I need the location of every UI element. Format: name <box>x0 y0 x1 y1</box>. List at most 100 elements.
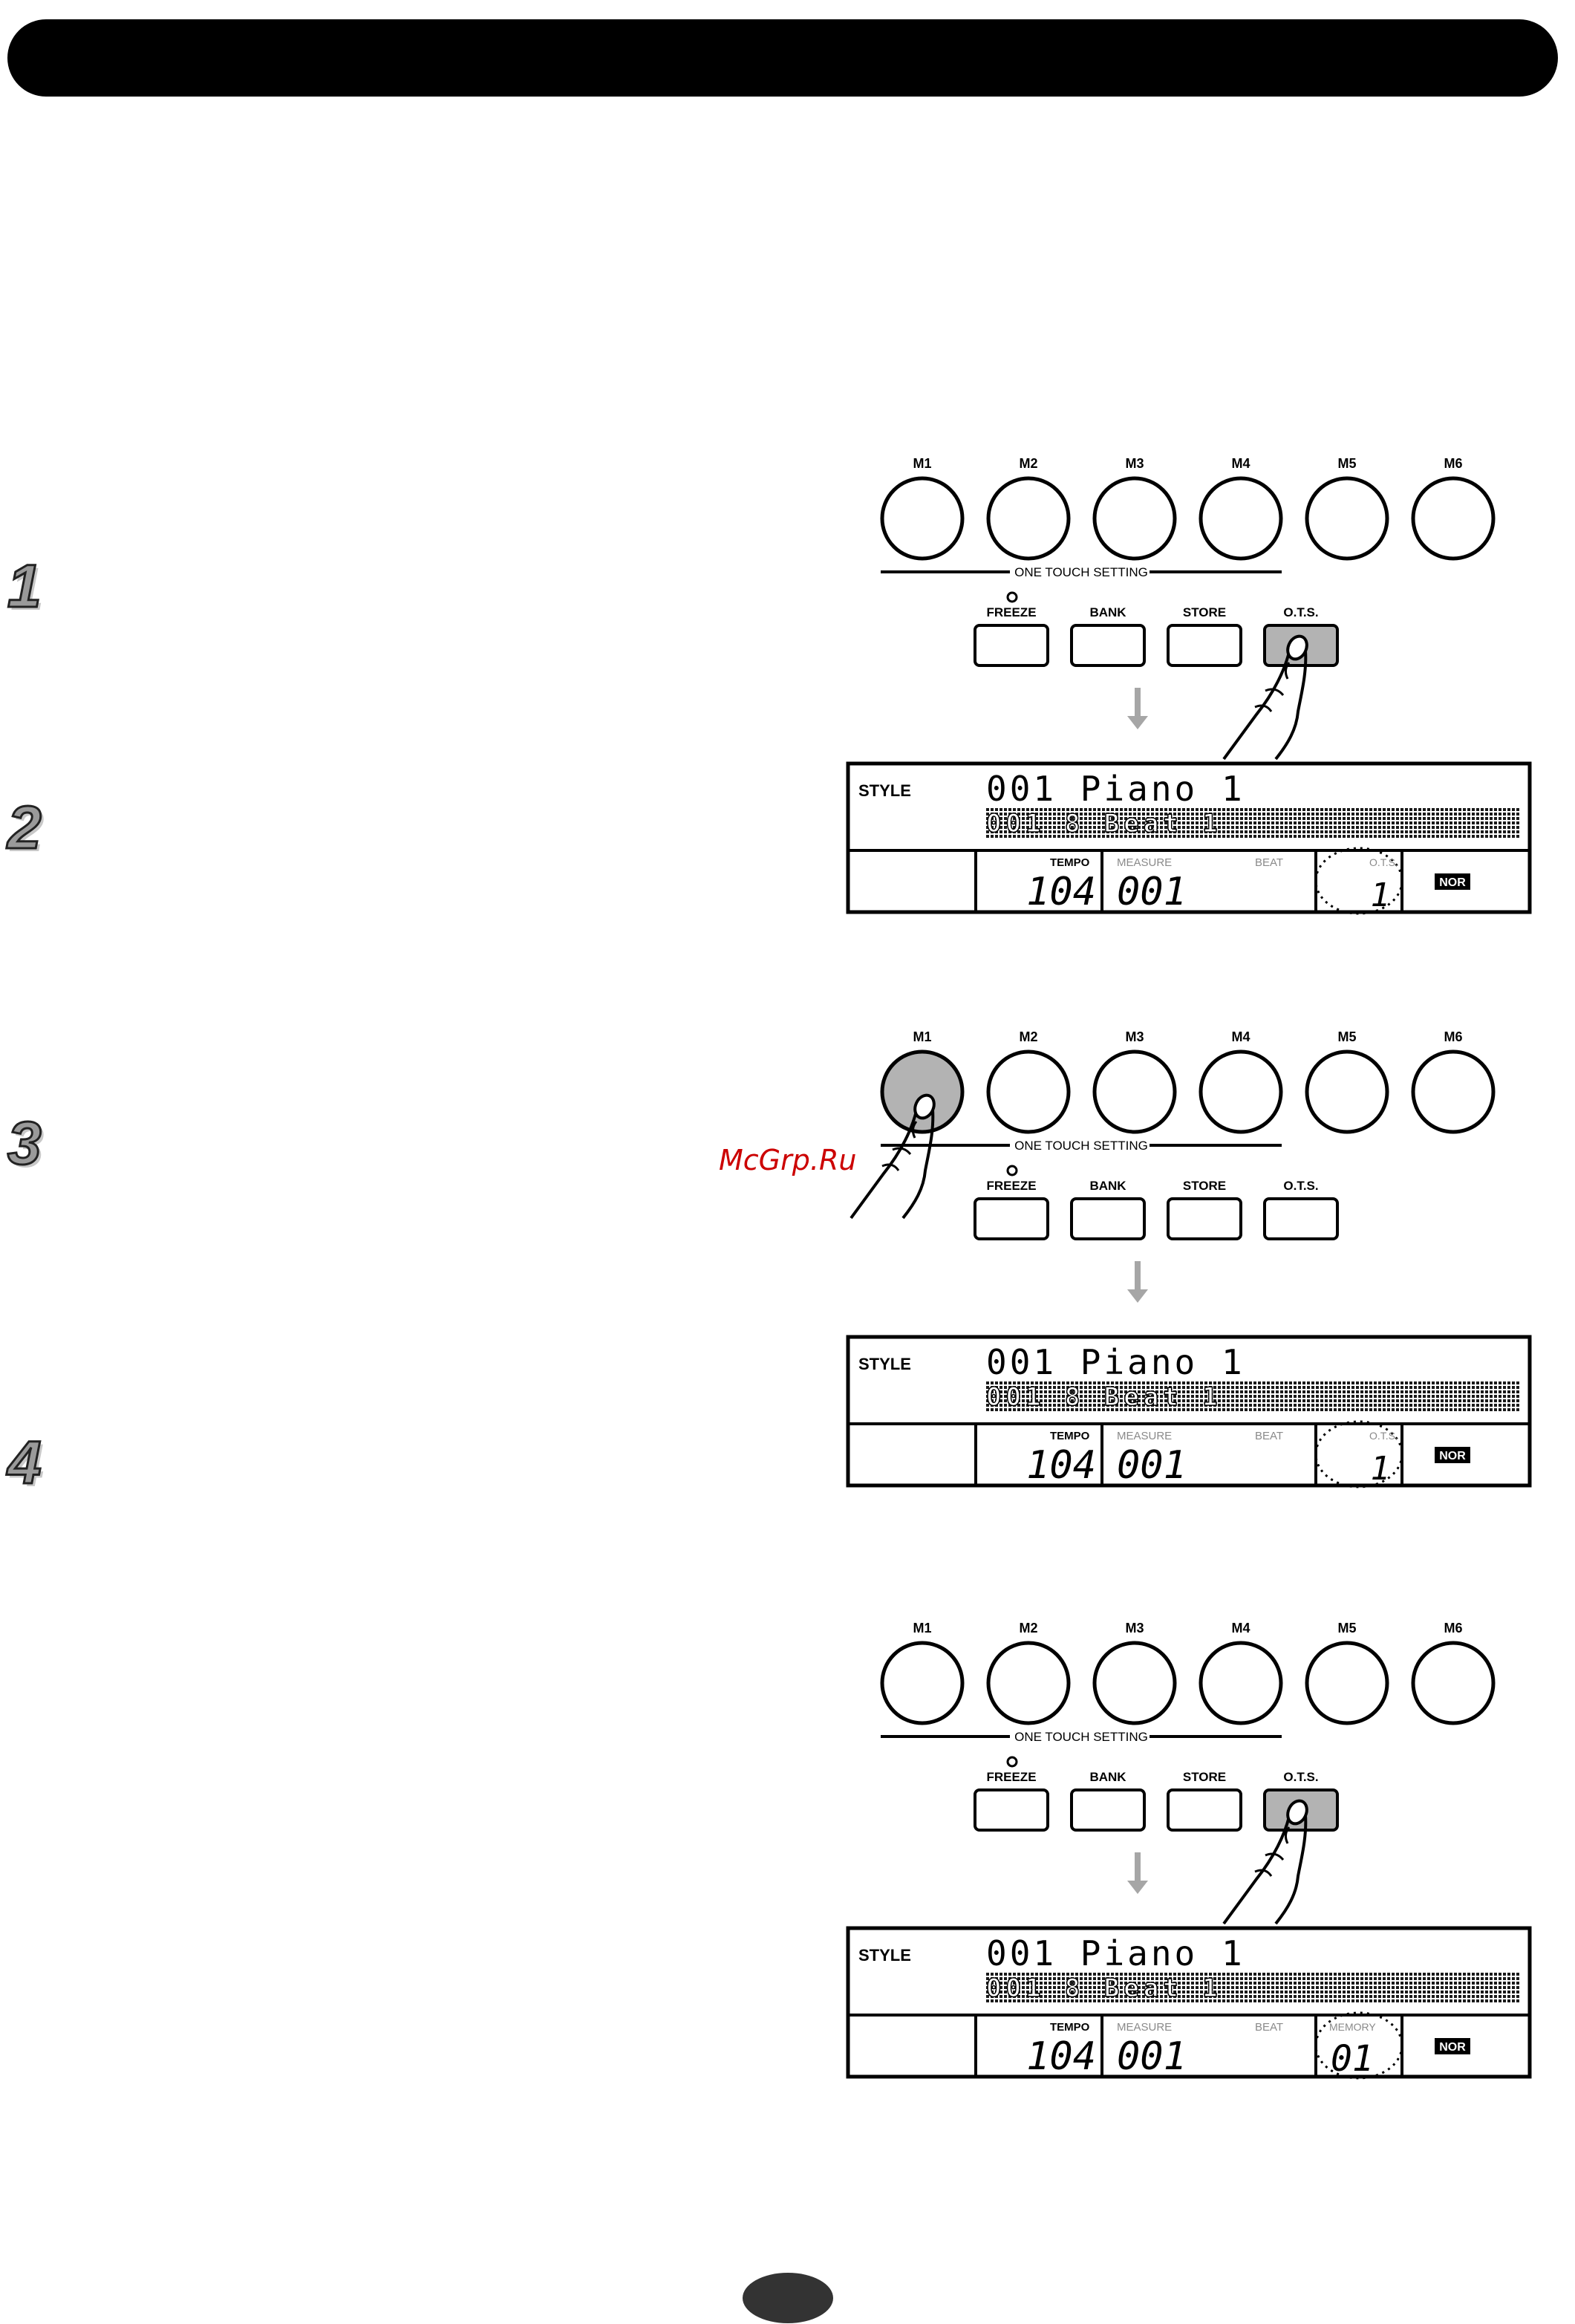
svg-text:M4: M4 <box>1231 1029 1250 1044</box>
svg-text:ONE TOUCH SETTING: ONE TOUCH SETTING <box>1014 1730 1148 1744</box>
memory-button-m5[interactable]: M5 <box>1305 1621 1389 1725</box>
lcd-measure-label: MEASURE <box>1117 1430 1172 1442</box>
lcd-sub-line: 001 8 Beat 1 <box>986 1973 1222 2003</box>
memory-button-m2[interactable]: M2 <box>986 456 1071 561</box>
lcd-tempo-label: TEMPO <box>1050 856 1090 869</box>
lcd-measure-value: 001 <box>1117 2034 1187 2079</box>
svg-text:BANK: BANK <box>1089 605 1126 619</box>
svg-text:M2: M2 <box>1019 1621 1037 1635</box>
memory-button-m4[interactable]: M4 <box>1199 1029 1283 1134</box>
svg-text:M5: M5 <box>1337 456 1356 471</box>
svg-text:M1: M1 <box>913 456 931 471</box>
freeze-led-icon <box>1006 1165 1018 1176</box>
lcd-tempo-value: 104 <box>1026 1443 1096 1488</box>
lcd-tempo-value: 104 <box>1026 870 1096 914</box>
button-bank[interactable]: BANK <box>1070 1179 1146 1240</box>
ots-group-label: ONE TOUCH SETTING <box>881 565 1282 579</box>
memory-button-m5[interactable]: M5 <box>1305 456 1389 561</box>
lcd-sub-line: 001 8 Beat 1 <box>986 809 1222 839</box>
lcd-beat-label: BEAT <box>1255 2021 1283 2034</box>
watermark: McGrp.Ru <box>719 1144 857 1176</box>
svg-text:M3: M3 <box>1125 1621 1144 1635</box>
memory-button-m1[interactable]: M1 <box>880 456 965 561</box>
memory-button-m3[interactable]: M3 <box>1092 1029 1177 1134</box>
step-number-1: 1 <box>7 552 43 621</box>
svg-text:M6: M6 <box>1444 1029 1462 1044</box>
pointing-hand-icon <box>850 1093 936 1220</box>
lcd-style-line: 001 Piano 1 <box>986 1342 1245 1382</box>
memory-button-m6[interactable]: M6 <box>1411 1029 1496 1134</box>
lcd-ots-label: O.T.S. <box>1369 1430 1398 1442</box>
svg-text:M5: M5 <box>1337 1029 1356 1044</box>
freeze-led-icon <box>1006 591 1018 603</box>
lcd-style-label: STYLE <box>858 1355 911 1373</box>
memory-button-m6[interactable]: M6 <box>1411 1621 1496 1725</box>
lcd-ots-label: O.T.S. <box>1369 856 1398 868</box>
button-bank[interactable]: BANK <box>1070 605 1146 667</box>
lcd-style-label: STYLE <box>858 781 911 800</box>
button-bank[interactable]: BANK <box>1070 1770 1146 1832</box>
memory-button-m4[interactable]: M4 <box>1199 456 1283 561</box>
svg-text:M4: M4 <box>1231 456 1250 471</box>
svg-text:BANK: BANK <box>1089 1179 1126 1193</box>
lcd-ots-value: 1 <box>1371 1450 1391 1488</box>
lcd-measure-value: 001 <box>1117 1443 1187 1488</box>
svg-text:M6: M6 <box>1444 1621 1462 1635</box>
pointing-hand-icon <box>1222 634 1308 761</box>
button-store[interactable]: STORE <box>1167 605 1242 667</box>
svg-text:M6: M6 <box>1444 456 1462 471</box>
freeze-led-icon <box>1006 1756 1018 1768</box>
svg-text:M5: M5 <box>1337 1621 1356 1635</box>
memory-button-m5[interactable]: M5 <box>1305 1029 1389 1134</box>
lcd-ots-value: 1 <box>1371 876 1391 914</box>
pointing-hand-icon <box>1222 1799 1308 1925</box>
memory-button-m6[interactable]: M6 <box>1411 456 1496 561</box>
svg-text:FREEZE: FREEZE <box>986 1179 1036 1193</box>
svg-text:O.T.S.: O.T.S. <box>1283 1770 1318 1784</box>
step-number-2: 2 <box>7 793 43 862</box>
memory-button-m3[interactable]: M3 <box>1092 1621 1177 1725</box>
step-number-3: 3 <box>7 1109 43 1178</box>
lcd-measure-label: MEASURE <box>1117 2021 1172 2034</box>
button-freeze[interactable]: FREEZE <box>974 1770 1049 1832</box>
svg-text:M3: M3 <box>1125 456 1144 471</box>
button-store[interactable]: STORE <box>1167 1179 1242 1240</box>
header-bar <box>7 19 1558 97</box>
down-arrow-icon <box>1127 1261 1148 1303</box>
lcd-measure-label: MEASURE <box>1117 856 1172 869</box>
svg-text:NOR: NOR <box>1439 876 1466 889</box>
down-arrow-icon <box>1127 688 1148 729</box>
lcd-tempo-label: TEMPO <box>1050 2021 1090 2034</box>
lcd-beat-label: BEAT <box>1255 1430 1283 1442</box>
step-number-4: 4 <box>7 1428 43 1497</box>
button-store[interactable]: STORE <box>1167 1770 1242 1832</box>
lcd-style-label: STYLE <box>858 1946 911 1965</box>
lcd-style-line: 001 Piano 1 <box>986 1933 1245 1973</box>
memory-button-m2[interactable]: M2 <box>986 1621 1071 1725</box>
svg-text:M1: M1 <box>913 1029 931 1044</box>
down-arrow-icon <box>1127 1852 1148 1894</box>
button-freeze[interactable]: FREEZE <box>974 1179 1049 1240</box>
ots-group-label: ONE TOUCH SETTING <box>881 1139 1282 1153</box>
svg-text:M2: M2 <box>1019 1029 1037 1044</box>
memory-button-m1[interactable]: M1 <box>880 1029 965 1134</box>
nor-badge: NOR <box>1435 2038 1470 2054</box>
svg-text:M2: M2 <box>1019 456 1037 471</box>
button-ots[interactable]: O.T.S. <box>1263 1179 1339 1240</box>
memory-button-m1[interactable]: M1 <box>880 1621 965 1725</box>
button-freeze[interactable]: FREEZE <box>974 605 1049 667</box>
memory-button-m3[interactable]: M3 <box>1092 456 1177 561</box>
nor-badge: NOR <box>1435 873 1470 890</box>
svg-text:FREEZE: FREEZE <box>986 605 1036 619</box>
memory-button-m2[interactable]: M2 <box>986 1029 1071 1134</box>
svg-text:NOR: NOR <box>1439 1450 1466 1462</box>
memory-button-m4[interactable]: M4 <box>1199 1621 1283 1725</box>
lcd-sub-line: 001 8 Beat 1 <box>986 1382 1222 1412</box>
